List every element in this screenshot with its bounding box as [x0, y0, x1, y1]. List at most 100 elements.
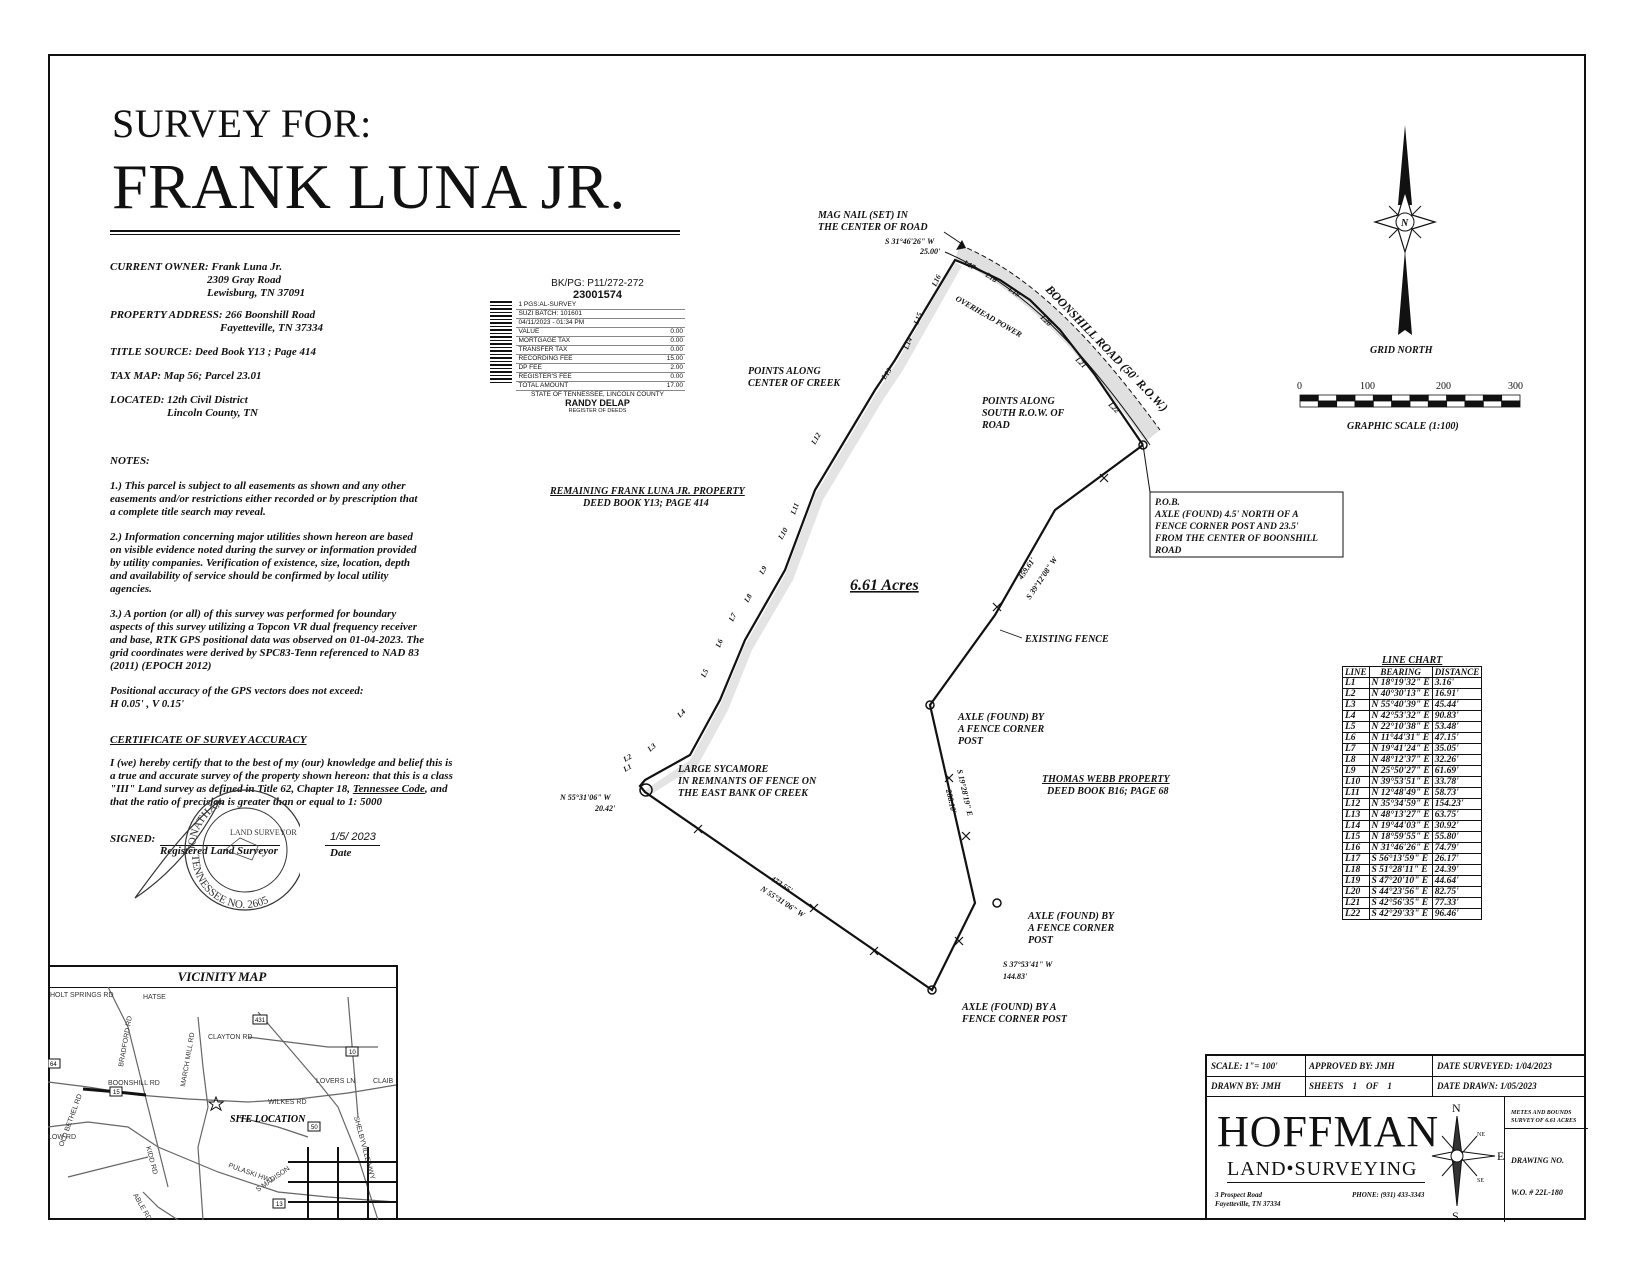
- line-chart-distance: 77.33': [1431, 897, 1483, 909]
- line-chart-line: L21: [1342, 897, 1370, 909]
- certificate-text-b: , and that the ratio of precision is gre…: [110, 783, 448, 808]
- line-chart-distance: 55.80': [1431, 831, 1483, 843]
- axle1-label-2: A FENCE CORNER: [957, 724, 1044, 735]
- located-district: 12th Civil District: [167, 394, 248, 406]
- svg-text:431: 431: [255, 1018, 266, 1024]
- line-chart-line: L15: [1342, 831, 1370, 843]
- drawn-by-cell: DRAWN BY: JMH: [1211, 1081, 1281, 1091]
- scale-segment-top: [1464, 394, 1484, 402]
- sw-line-bearing: N 55°31'06" W: [559, 793, 611, 802]
- svg-text:CLAYTON RD: CLAYTON RD: [208, 1034, 252, 1041]
- drawing-no-label: DRAWING NO.: [1511, 1156, 1565, 1165]
- line-chart-bearing: S 42°29'33" E: [1368, 908, 1433, 920]
- svg-text:SHELBYVILLE HWY: SHELBYVILLE HWY: [352, 1116, 376, 1181]
- survey-for-heading: SURVEY FOR:: [112, 101, 372, 146]
- vicinity-map: VICINITY MAP HOLT SPRINGS RD HATSE BRADF…: [48, 965, 398, 1220]
- line-chart-distance: 44.64': [1431, 875, 1483, 887]
- line-chart-header-distance: DISTANCE: [1431, 666, 1483, 678]
- line-chart-line: L17: [1342, 853, 1370, 865]
- line-chart-bearing: N 11°44'31" E: [1368, 732, 1433, 744]
- pob-leader: [1142, 444, 1151, 493]
- line-chart-distance: 90.83': [1431, 710, 1483, 722]
- mag-nail-distance: 25.00': [919, 247, 941, 256]
- located-label: LOCATED:: [110, 394, 165, 406]
- pob-callout-box: [1149, 491, 1344, 558]
- scale-tick-0: 0: [1297, 381, 1302, 392]
- svg-text:BOONSHILL RD: BOONSHILL RD: [108, 1080, 160, 1087]
- vicinity-city-grid: [288, 1147, 396, 1220]
- scale-cell: SCALE: 1"= 100': [1211, 1061, 1278, 1071]
- line-chart-distance: 24.39': [1431, 864, 1483, 876]
- signature-stroke-icon: [134, 799, 221, 899]
- line-chart-line: L1: [1342, 677, 1370, 689]
- line-chart-bearing: S 44°23'56" E: [1368, 886, 1433, 898]
- signature-line: [160, 845, 280, 846]
- line-chart-line: L7: [1342, 743, 1370, 755]
- middle-line-distance: 288.10': [944, 787, 959, 814]
- row-label: POINTS ALONG: [982, 396, 1055, 407]
- date-line: [325, 845, 380, 846]
- scale-segment-top: [1501, 394, 1521, 402]
- road-row-line: [944, 251, 1151, 446]
- road-centerline: [959, 244, 1161, 431]
- stamp-row-value: 0.00: [646, 372, 685, 382]
- stamp-row-label: RECORDING FEE: [516, 354, 647, 364]
- compass-horizontal-icon: [1431, 1150, 1496, 1162]
- line-chart-distance: 16.91': [1431, 688, 1483, 700]
- line-chart-bearing: N 39°53'51" E: [1368, 776, 1433, 788]
- line-chart-line: L11: [1342, 787, 1370, 799]
- scale-segment-top: [1372, 394, 1393, 402]
- overhead-power-label: OVERHEAD POWER: [954, 294, 1024, 340]
- svg-text:MARCH MILL RD: MARCH MILL RD: [180, 1032, 196, 1087]
- sw-line-distance: 20.42': [594, 804, 616, 813]
- north-letter: N: [1400, 218, 1409, 229]
- pob-desc-3: FROM THE CENTER OF BOONSHILL: [1154, 534, 1318, 544]
- svg-text:10: 10: [349, 1050, 356, 1056]
- stamp-row-label: 1 PGS:AL-SURVEY: [516, 301, 647, 310]
- compass-center-icon: [1395, 212, 1415, 232]
- line-chart-line: L19: [1342, 875, 1370, 887]
- line-chart-bearing: N 19°41'24" E: [1368, 743, 1433, 755]
- svg-text:50: 50: [311, 1125, 318, 1131]
- graphic-scale-label: GRAPHIC SCALE (1:100): [1347, 421, 1459, 432]
- tax-map: TAX MAP: Map 56; Parcel 23.01: [110, 370, 262, 382]
- svg-text:LOW RD: LOW RD: [48, 1134, 76, 1141]
- located: LOCATED: 12th Civil District Lincoln Cou…: [110, 394, 258, 420]
- stamp-row-value: [646, 301, 685, 310]
- svg-text:13: 13: [276, 1202, 283, 1208]
- sheets-cell: SHEETS 1 OF 1: [1309, 1081, 1392, 1091]
- line-chart-bearing: N 48°12'37" E: [1368, 754, 1433, 766]
- line-chart-bearing: N 42°53'32" E: [1368, 710, 1433, 722]
- scale-segment-bottom: [1354, 400, 1374, 408]
- svg-text:HOLT SPRINGS RD: HOLT SPRINGS RD: [50, 992, 114, 999]
- fence-leader: [999, 629, 1023, 639]
- line-label-l11: L11: [788, 502, 801, 517]
- creek-label: POINTS ALONG: [748, 366, 821, 377]
- company-logo-subtitle: LAND•SURVEYING: [1227, 1158, 1418, 1180]
- scale-segment-bottom: [1391, 400, 1411, 408]
- scale-segment-bottom: [1336, 400, 1356, 408]
- line-label-l8: L8: [741, 592, 754, 605]
- remaining-property-label: REMAINING FRANK LUNA JR. PROPERTY: [549, 486, 746, 497]
- current-owner-label: CURRENT OWNER:: [110, 261, 209, 273]
- stamp-row-value: [646, 309, 685, 319]
- line-chart-bearing: N 55°40'39" E: [1368, 699, 1433, 711]
- stamp-row-label: REGISTER'S FEE: [516, 372, 647, 382]
- remaining-deed-label: DEED BOOK Y13; PAGE 414: [582, 498, 709, 509]
- sycamore-marker: [639, 783, 653, 797]
- scale-segment-bottom: [1372, 400, 1393, 408]
- line-chart-distance: 58.73': [1431, 787, 1483, 799]
